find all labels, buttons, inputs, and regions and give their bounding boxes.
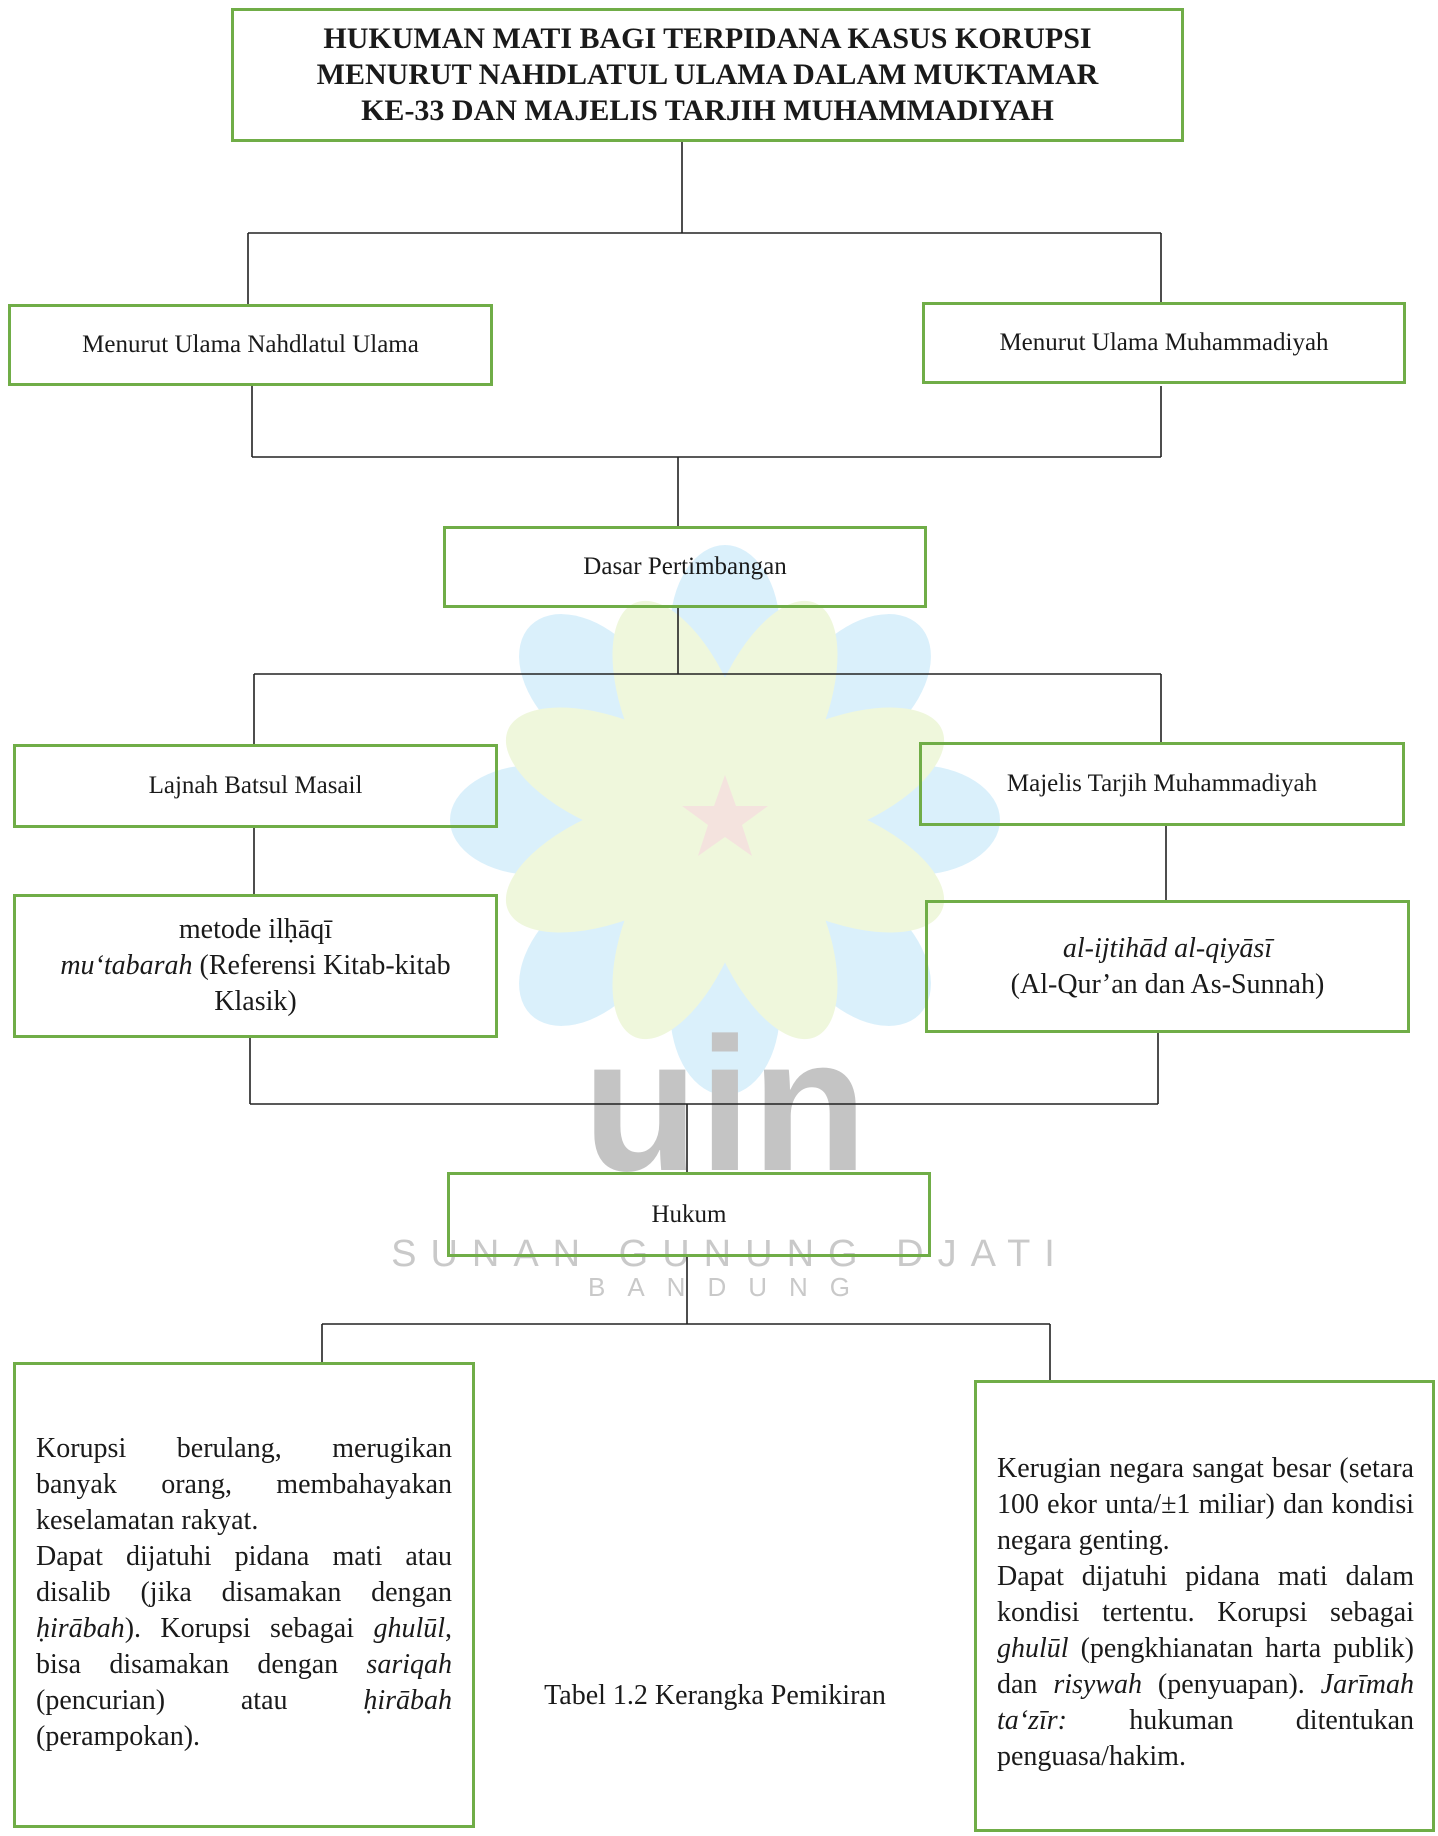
muhammadiyah-scholars-label: Menurut Ulama Muhammadiyah	[999, 329, 1329, 356]
nu-method-italic: mu‘tabarah	[60, 950, 193, 981]
majelis-tarjih-box: Majelis Tarjih Muhammadiyah	[919, 742, 1405, 826]
muhammadiyah-method-italic: al-ijtihād al-qiyāsī	[1062, 932, 1273, 964]
muhammadiyah-result-paragraph-1: Kerugian negara sangat besar (setara 100…	[997, 1453, 1414, 1556]
nu-method-line1: metode ilḥāqī	[178, 914, 333, 945]
muhammadiyah-result-paragraph-2: Dapat dijatuhi pidana mati dalam kondisi…	[997, 1561, 1414, 1772]
title-line-1: HUKUMAN MATI BAGI TERPIDANA KASUS KORUPS…	[323, 22, 1092, 55]
nu-method-rest: (Referensi Kitab-kitab Klasik)	[192, 950, 451, 1017]
title-line-2: MENURUT NAHDLATUL ULAMA DALAM MUKTAMAR	[316, 58, 1099, 91]
nu-method-line2: mu‘tabarah (Referensi Kitab-kitab Klasik…	[16, 948, 495, 1020]
muhammadiyah-result-box: Kerugian negara sangat besar (setara 100…	[974, 1380, 1435, 1832]
nu-result-paragraph-1: Korupsi berulang, merugikan banyak orang…	[36, 1433, 452, 1536]
muhammadiyah-scholars-box: Menurut Ulama Muhammadiyah	[922, 302, 1406, 384]
nu-result-box: Korupsi berulang, merugikan banyak orang…	[13, 1362, 475, 1828]
majelis-tarjih-label: Majelis Tarjih Muhammadiyah	[1006, 770, 1318, 797]
muhammadiyah-method-box: al-ijtihād al-qiyāsī (Al-Qur’an dan As-S…	[925, 900, 1410, 1033]
muhammadiyah-method-line2: (Al-Qur’an dan As-Sunnah)	[1010, 968, 1325, 1000]
nu-scholars-label: Menurut Ulama Nahdlatul Ulama	[82, 331, 419, 358]
nu-scholars-box: Menurut Ulama Nahdlatul Ulama	[8, 304, 493, 386]
basis-label: Dasar Pertimbangan	[583, 553, 787, 580]
flower-logo-icon	[450, 545, 1000, 1095]
law-box: Hukum	[447, 1172, 931, 1257]
figure-caption: Tabel 1.2 Kerangka Pemikiran	[544, 1680, 886, 1711]
title-line-3: KE-33 DAN MAJELIS TARJIH MUHAMMADIYAH	[361, 94, 1054, 127]
muhammadiyah-result-text: Kerugian negara sangat besar (setara 100…	[977, 1451, 1432, 1775]
basis-box: Dasar Pertimbangan	[443, 526, 927, 608]
diagram-title-box: HUKUMAN MATI BAGI TERPIDANA KASUS KORUPS…	[231, 8, 1184, 142]
nu-result-paragraph-2: Dapat dijatuhi pidana mati atau disalib …	[36, 1541, 452, 1752]
watermark-logo-text: uin	[583, 999, 868, 1211]
lajnah-label: Lajnah Batsul Masail	[148, 772, 363, 799]
lajnah-box: Lajnah Batsul Masail	[13, 744, 498, 828]
watermark-line2: BANDUNG	[587, 1272, 872, 1302]
nu-method-box: metode ilḥāqī mu‘tabarah (Referensi Kita…	[13, 894, 498, 1038]
law-label: Hukum	[651, 1200, 727, 1228]
nu-result-text: Korupsi berulang, merugikan banyak orang…	[16, 1431, 472, 1755]
